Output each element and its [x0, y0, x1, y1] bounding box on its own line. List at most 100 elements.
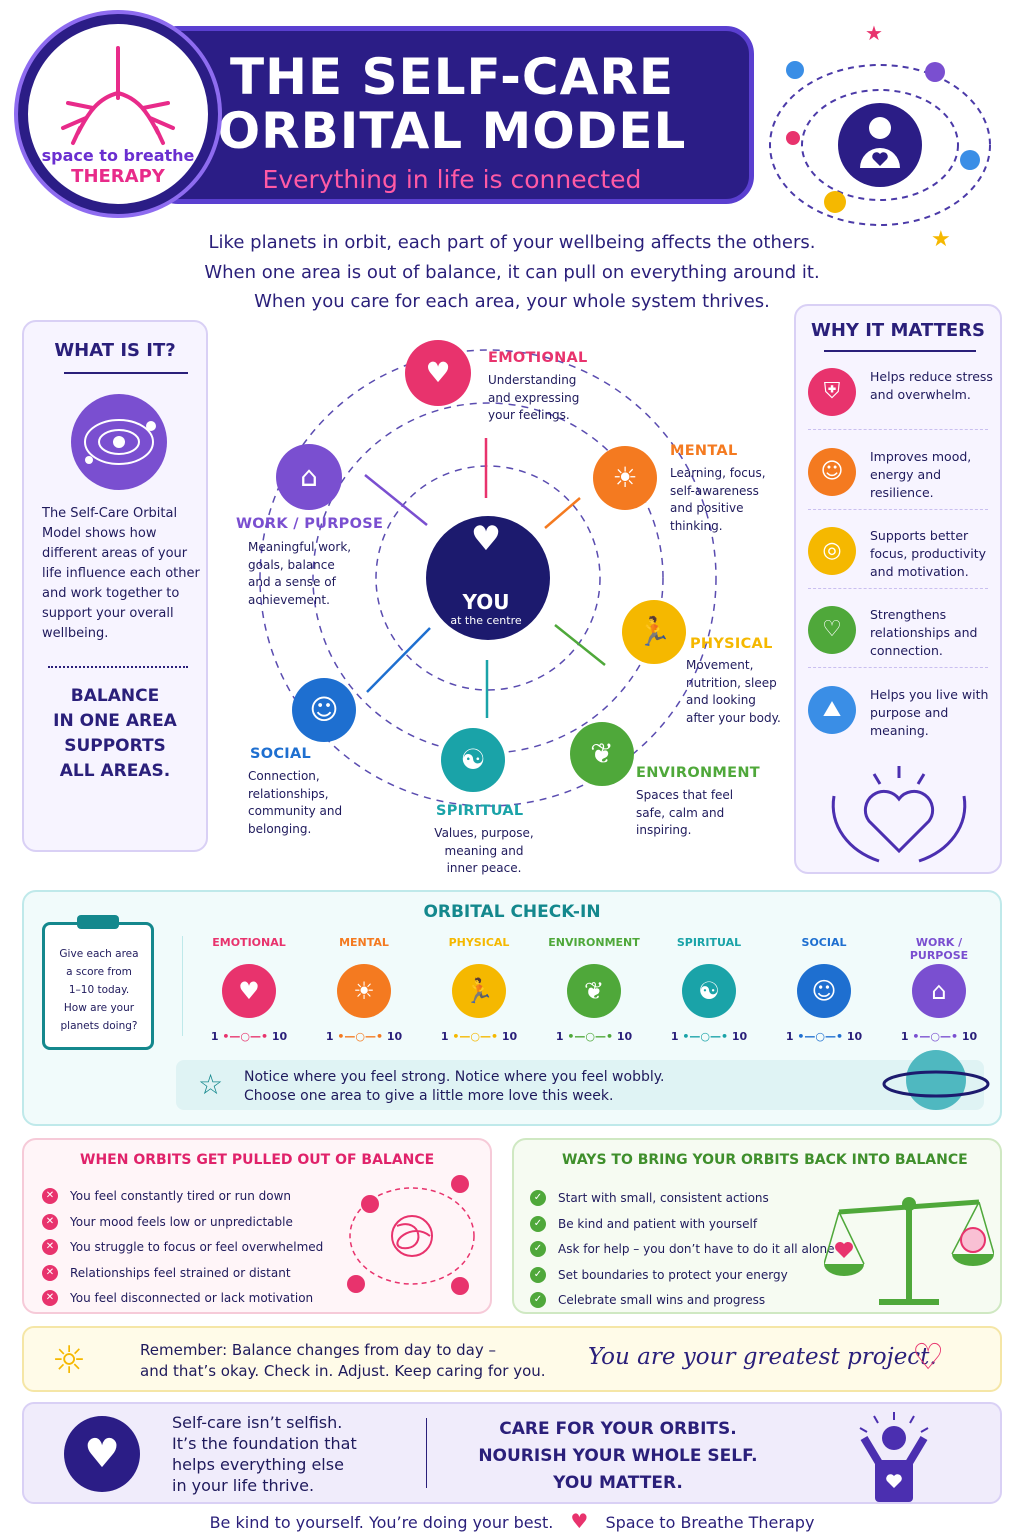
checkin-scale[interactable]: 1 •—○—• 10 [422, 1030, 536, 1043]
list-item-text: Start with small, consistent actions [558, 1191, 769, 1205]
desc-line: relationships, [248, 786, 329, 801]
scale-slider[interactable]: •—○—• [563, 1030, 617, 1043]
what-is-it-panel: WHAT IS IT? The Self-Care Orbital Model … [22, 320, 208, 852]
desc-line: Learning, focus, [670, 466, 766, 480]
hands-heart-icon: ♡ [808, 606, 856, 654]
x-icon: ✕ [42, 1290, 58, 1306]
why-item: ◎ Supports better focus, productivity an… [808, 519, 988, 589]
closing-line: helps everything else [172, 1455, 344, 1474]
lightbulb-head-icon: ☀ [337, 964, 391, 1018]
scale-min: 1 [440, 1030, 449, 1043]
checkin-scale[interactable]: 1 •—○—• 10 [537, 1030, 651, 1043]
desc-line: Spaces that feel [636, 788, 734, 802]
intro-line1: Like planets in orbit, each part of your… [208, 232, 816, 253]
check-icon: ✓ [530, 1215, 546, 1232]
checkin-title: ORBITAL CHECK-IN [423, 902, 601, 922]
list-item-text: Celebrate small wins and progress [558, 1293, 766, 1307]
heart-icon: ♥ [222, 964, 276, 1018]
why-item-text: Supports better focus, productivity and … [870, 528, 987, 579]
checkin-scale[interactable]: 1 •—○—• 10 [307, 1030, 421, 1043]
checkin-area-label: SPIRITUAL [676, 936, 742, 949]
scale-max: 10 [501, 1030, 518, 1043]
list-item-text: Set boundaries to protect your energy [558, 1267, 788, 1282]
back-to-balance-title: WAYS TO BRING YOUR ORBITS BACK INTO BALA… [562, 1152, 968, 1168]
tangled-orbit-icon [347, 1175, 475, 1295]
clipboard-line: 1–10 today. [68, 984, 130, 996]
planet-physical-label: PHYSICAL [690, 636, 773, 652]
lungs-icon [61, 46, 175, 145]
scale-slider[interactable]: •—○—• [333, 1030, 387, 1043]
scale-slider[interactable]: •—○—• [218, 1030, 272, 1043]
checkin-scale[interactable]: 1 •—○—• 10 [882, 1030, 996, 1043]
checkin-area: ENVIRONMENT❦1 •—○—• 10 [537, 936, 651, 1046]
page-subtitle: Everything in life is connected [262, 165, 642, 194]
scale-min: 1 [900, 1030, 909, 1043]
svg-text:★: ★ [865, 21, 883, 45]
note-line: Notice where you feel strong. Notice whe… [244, 1069, 665, 1085]
smiley-icon: ☺ [808, 448, 856, 496]
running-icon: 🏃 [622, 600, 686, 664]
scale-slider[interactable]: •—○—• [678, 1030, 732, 1043]
back-to-balance-panel: WAYS TO BRING YOUR ORBITS BACK INTO BALA… [512, 1138, 1002, 1314]
lightbulb-head-icon: ☀ [593, 446, 657, 510]
checkin-scale[interactable]: 1 •—○—• 10 [652, 1030, 766, 1043]
scale-slider[interactable]: •—○—• [908, 1030, 962, 1043]
scale-slider[interactable]: •—○—• [793, 1030, 847, 1043]
remember-line: Remember: Balance changes from day to da… [140, 1341, 497, 1359]
desc-line: community and [248, 804, 343, 818]
planet-emotional-label: EMOTIONAL [488, 350, 588, 366]
list-item: ✕Relationships feel strained or distant [42, 1263, 323, 1289]
closing-line: Self-care isn’t selfish. [172, 1413, 343, 1432]
scale-slider[interactable]: •—○—• [448, 1030, 502, 1043]
scale-max: 10 [271, 1030, 288, 1043]
scale-max: 10 [846, 1030, 863, 1043]
list-item: ✓Celebrate small wins and progress [530, 1290, 834, 1316]
list-item: ✕Your mood feels low or unpredictable [42, 1212, 323, 1238]
x-icon: ✕ [42, 1213, 58, 1230]
planet-social-label: SOCIAL [250, 746, 312, 762]
balance-scale-icon [824, 1197, 994, 1305]
out-of-balance-title: WHEN ORBITS GET PULLED OUT OF BALANCE [80, 1152, 435, 1168]
checkin-scale[interactable]: 1 •—○—• 10 [192, 1030, 306, 1043]
list-item-text: You feel constantly tired or run down [70, 1189, 292, 1203]
header-banner: THE SELF-CARE ORBITAL MODEL Everything i… [150, 26, 754, 204]
divider [824, 350, 976, 352]
orbit-decoration: ★ ★ [769, 21, 991, 250]
closing-line: YOU MATTER. [553, 1473, 683, 1493]
check-icon: ✓ [530, 1190, 546, 1206]
checkin-area-label: PHYSICAL [448, 936, 510, 949]
clipboard-line: planets doing? [60, 1020, 138, 1032]
checkin-note-text: Notice where you feel strong. Notice whe… [244, 1068, 664, 1106]
intro-line3: When you care for each area, your whole … [254, 291, 770, 312]
scale-max: 10 [616, 1030, 633, 1043]
running-icon: 🏃 [452, 964, 506, 1018]
why-item: ⛰ Helps you live with purpose and meanin… [808, 678, 988, 748]
desc-line: your feelings. [488, 408, 570, 422]
hands-heart-icon [831, 766, 967, 863]
heart-outline-icon: ♡ [912, 1337, 945, 1378]
planet-environment-label: ENVIRONMENT [636, 765, 760, 781]
scale-max: 10 [386, 1030, 403, 1043]
clip [77, 915, 119, 929]
list-item: ✓Set boundaries to protect your energy [530, 1265, 834, 1291]
heart-icon: ♥ [405, 340, 471, 406]
leaf-icon: ❦ [567, 964, 621, 1018]
desc-line: meaning and [444, 843, 524, 858]
checkin-note: ☆ Notice where you feel strong. Notice w… [176, 1060, 984, 1110]
tagline-line: BALANCE [70, 686, 160, 706]
desc-line: Connection, [248, 769, 320, 783]
desc-line: achievement. [248, 592, 330, 607]
checkin-scale[interactable]: 1 •—○—• 10 [767, 1030, 881, 1043]
person-heart-icon: ♥ [470, 519, 502, 559]
closing-panel: ♥ Self-care isn’t selfish.It’s the found… [22, 1402, 1002, 1504]
checkin-area-label: EMOTIONAL [212, 936, 286, 949]
list-item: ✓ Start with small, consistent actions [530, 1188, 834, 1214]
scale-min: 1 [670, 1030, 679, 1043]
x-icon: ✕ [42, 1239, 58, 1255]
